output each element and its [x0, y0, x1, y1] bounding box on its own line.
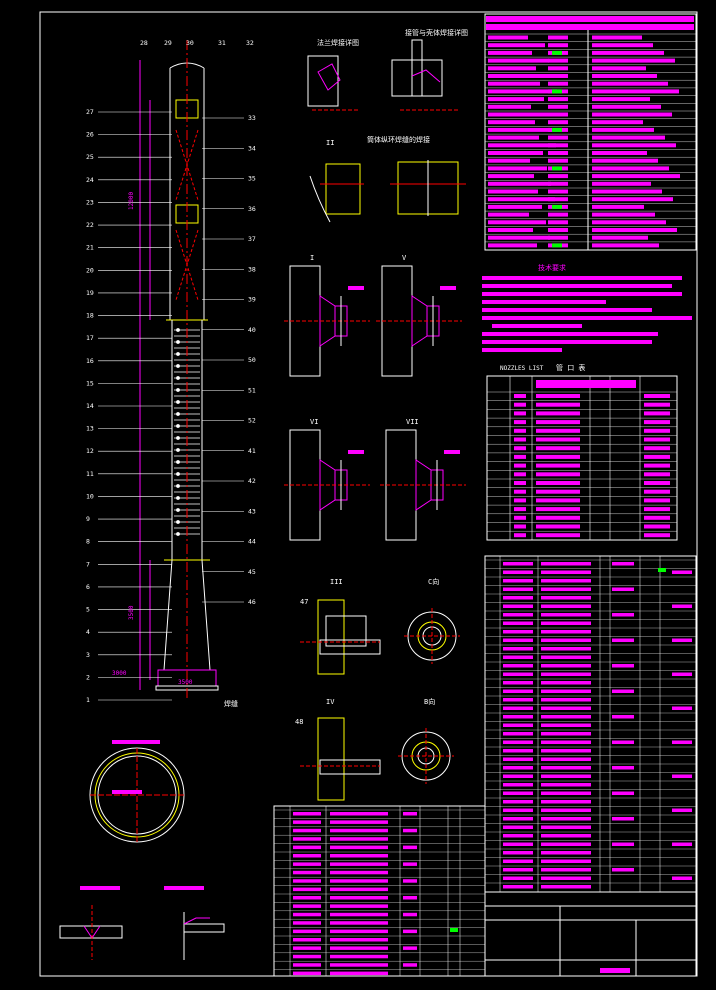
weld-detail-a: [59, 886, 123, 960]
view-label-iv: IV: [326, 698, 335, 706]
callout-label: 11: [86, 470, 94, 478]
technical-notes: [482, 276, 692, 352]
view-label: VI: [310, 418, 318, 426]
nozzle-table-header-en: NOZZLES LIST: [500, 365, 544, 372]
callout-label: 44: [248, 538, 256, 546]
dim-h2: 3500: [128, 605, 135, 620]
callout-label: 36: [248, 205, 256, 213]
detail-title-flange: 法兰焊接详图: [317, 38, 359, 47]
callout-label: 1: [86, 696, 90, 704]
callout-label: 20: [86, 266, 94, 274]
callout-label: 21: [86, 244, 94, 252]
note-weld: 焊缝: [224, 699, 238, 708]
view-label: V: [402, 254, 407, 262]
callout-label: 39: [248, 296, 256, 304]
column-top-callouts: 28 29 30 31 32: [140, 39, 254, 47]
dim-base: 3500: [178, 679, 193, 686]
callout-label: 4: [86, 628, 90, 636]
parts-list-middle: [273, 805, 486, 977]
detail-view-iv: [300, 717, 381, 801]
view-label: VII: [406, 418, 419, 426]
callout-label: 26: [86, 131, 94, 139]
detail-view-ii: [309, 163, 364, 223]
notes-title: 技术要求: [538, 263, 566, 272]
callout-label: 27: [86, 108, 94, 116]
callout-label: 30: [186, 39, 194, 47]
callout-label: 17: [86, 334, 94, 342]
item-label-47: 47: [300, 598, 308, 606]
callout-label: 22: [86, 221, 94, 229]
callout-label: 46: [248, 598, 256, 606]
callout-label: 15: [86, 379, 94, 387]
callout-label: 25: [86, 153, 94, 161]
callout-label: 34: [248, 144, 256, 152]
base-ring-plan: [89, 740, 185, 843]
nozzle-table-title: 管 口 表: [556, 363, 585, 372]
callout-label: 52: [248, 417, 256, 425]
callout-label: 8: [86, 538, 90, 546]
callout-label: 32: [246, 39, 254, 47]
section-b-view: [398, 728, 454, 784]
detail-title-shell-weld: 筒体纵环焊缝的焊接: [367, 135, 430, 144]
callout-label: 6: [86, 583, 90, 591]
callout-label: 3: [86, 651, 90, 659]
section-label-c: C向: [428, 577, 439, 586]
callout-label: 5: [86, 606, 90, 614]
detail-view-iii: [300, 599, 381, 675]
callout-label: 12: [86, 447, 94, 455]
callout-label: 10: [86, 492, 94, 500]
title-block: [484, 891, 697, 977]
nozzle-table: [486, 375, 678, 541]
callout-label: 29: [164, 39, 172, 47]
detail-nozzle-weld: [391, 39, 460, 111]
callout-label: 28: [140, 39, 148, 47]
flange-detail-views: I V VI VII: [284, 254, 466, 541]
callout-label: 16: [86, 357, 94, 365]
callout-label: 40: [248, 326, 256, 334]
callout-label: 18: [86, 312, 94, 320]
detail-shell-weld: [390, 160, 466, 216]
callout-label: 35: [248, 175, 256, 183]
callout-label: 2: [86, 673, 90, 681]
section-c-view: [404, 608, 460, 664]
design-data-table: [484, 13, 697, 251]
callout-label: 24: [86, 176, 94, 184]
callout-label: 42: [248, 477, 256, 485]
callout-label: 19: [86, 289, 94, 297]
callout-label: 43: [248, 507, 256, 515]
callout-label: 13: [86, 425, 94, 433]
callout-label: 51: [248, 386, 256, 394]
parts-list-right: [484, 555, 697, 893]
column-right-callouts: 33 34 35 36 37 38 39 40 50 51 52 41 42 43 44 45 46: [202, 114, 256, 606]
view-label: I: [310, 254, 314, 262]
column-left-callouts: 2726252423222120191817161514131211109876…: [86, 108, 172, 704]
callout-label: 9: [86, 515, 90, 523]
view-label-ii: II: [326, 139, 334, 147]
callout-label: 41: [248, 447, 256, 455]
callout-label: 50: [248, 356, 256, 364]
callout-label: 33: [248, 114, 256, 122]
dim-h1: 12000: [128, 192, 135, 210]
view-label-iii: III: [330, 578, 343, 586]
callout-label: 31: [218, 39, 226, 47]
detail-title-nozzle: 接管与壳体焊接详图: [405, 28, 468, 37]
callout-label: 37: [248, 235, 256, 243]
callout-label: 45: [248, 568, 256, 576]
section-label-b: B向: [424, 697, 435, 706]
weld-detail-b: [164, 886, 225, 960]
callout-label: 23: [86, 198, 94, 206]
item-label-48: 48: [295, 718, 303, 726]
detail-flange-weld: [307, 55, 360, 111]
callout-label: 7: [86, 560, 90, 568]
dim-bottom: 3000: [112, 670, 127, 677]
callout-label: 14: [86, 402, 94, 410]
column-elevation: [139, 40, 219, 700]
callout-label: 38: [248, 265, 256, 273]
